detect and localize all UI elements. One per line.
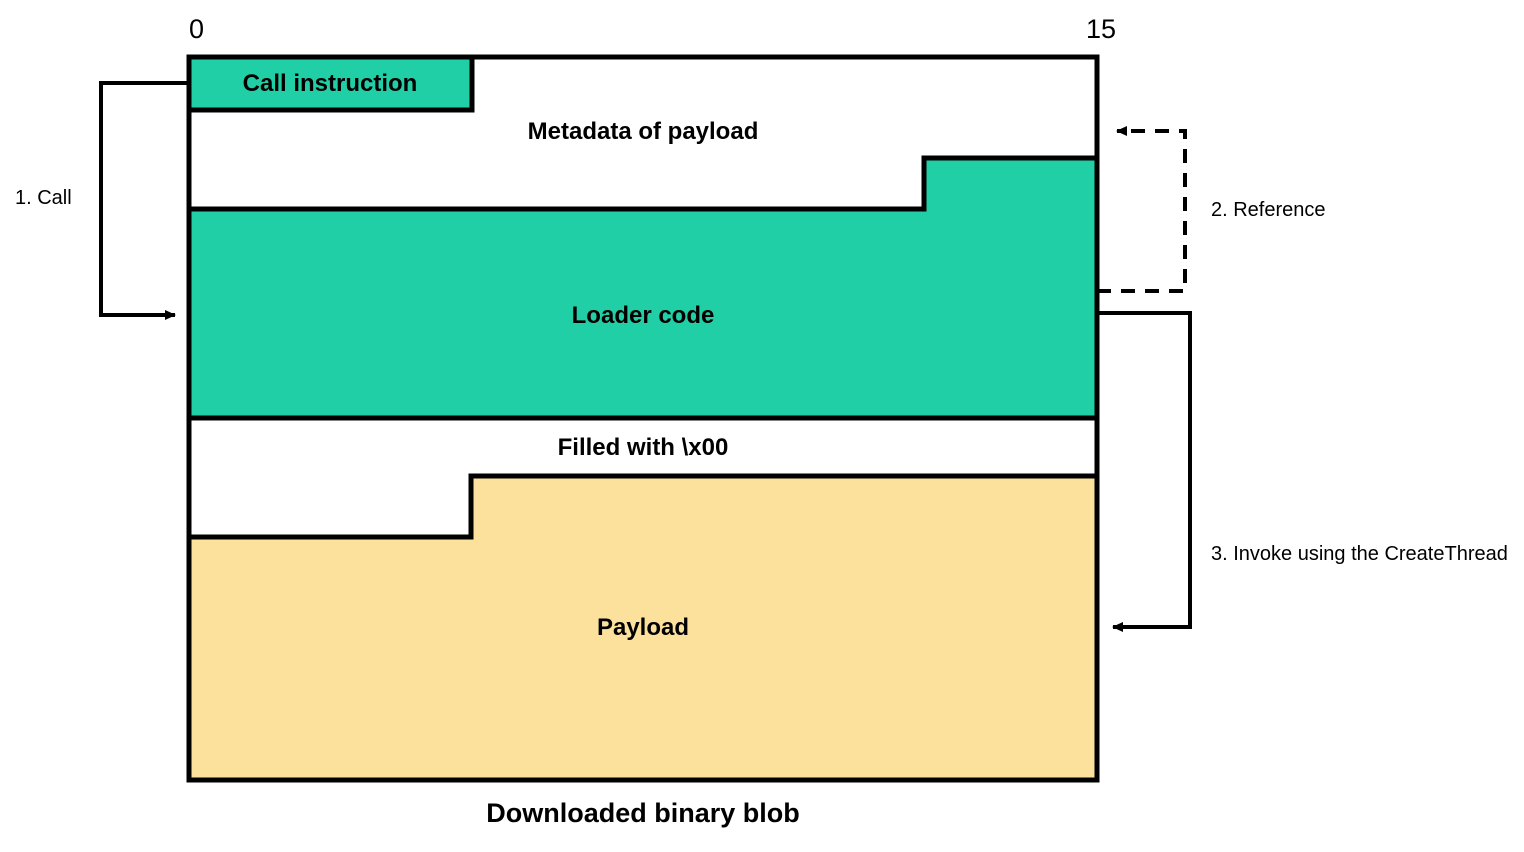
loader-code-block-fill: [189, 158, 1097, 418]
step-1-call-arrow: [99, 81, 189, 320]
metadata-label: Metadata of payload: [527, 118, 759, 145]
step-3-invoke-arrow: [1097, 311, 1192, 632]
diagram-caption: Downloaded binary blob: [486, 798, 800, 828]
loader-code-border: [186, 155, 1100, 421]
call-instruction-label: Call instruction: [242, 70, 418, 97]
step-2-label: 2. Reference: [1211, 199, 1326, 221]
step-1-label: 1. Call: [15, 187, 72, 209]
axis-start-label: 0: [189, 14, 205, 44]
call-instruction-block-fill: [189, 57, 472, 110]
payload-label: Payload: [596, 614, 690, 641]
step-3-label: 3. Invoke using the CreateThread: [1211, 543, 1508, 565]
filled-zeros-label: Filled with \x00: [557, 434, 729, 461]
step-2-reference-arrow: [1097, 126, 1187, 293]
payload-block-fill: [189, 476, 1097, 780]
axis-end-label: 15: [1086, 14, 1117, 44]
loader-code-label: Loader code: [571, 302, 715, 329]
payload-border: [186, 473, 1100, 783]
